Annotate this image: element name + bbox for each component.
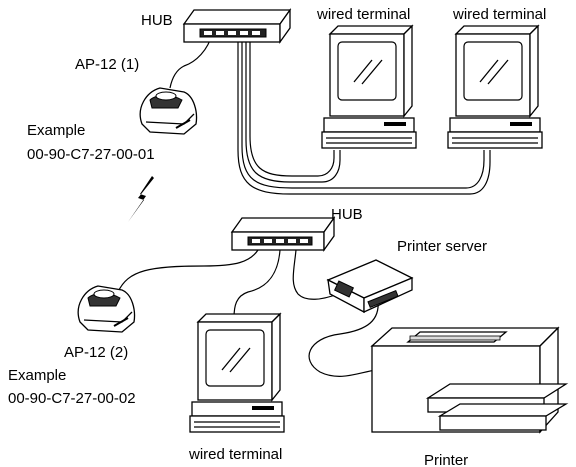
cable-hub2-printserver [292,249,339,300]
ap-12-1-label: AP-12 (1) [75,56,139,73]
hub-bottom-icon [230,215,336,253]
wired-terminal-3-icon [189,312,285,433]
printer-icon [370,326,569,434]
mac-address-bottom: 00-90-C7-27-00-02 [8,390,136,407]
wired-terminal-2-icon [447,24,543,149]
cable-hub1-ap1 [169,33,213,89]
wired-terminal-1-icon [321,24,417,149]
cable-hub2-ap2 [117,249,259,293]
wireless-link-icon [128,176,154,222]
example-top-label: Example [27,122,85,139]
wired-terminal-2-label: wired terminal [452,6,546,23]
example-bottom-label: Example [8,367,66,384]
cable-printserver-printer [308,299,379,377]
ap-12-1-icon [139,87,198,135]
wired-terminal-3-label: wired terminal [188,446,282,463]
cable-hub1-terminal1 [245,40,341,183]
cable-hub1-terminal2 [237,40,491,195]
cable-hub1-terminal2-inner [241,40,485,189]
ap-12-2-label: AP-12 (2) [64,344,128,361]
hub-top-icon [182,7,292,45]
printer-server-icon [326,259,414,314]
cable-hub2-terminal3 [233,249,281,319]
cable-hub1-terminal1-inner [249,40,335,177]
wired-terminal-1-label: wired terminal [316,6,410,23]
mac-address-top: 00-90-C7-27-00-01 [27,146,155,163]
hub-bottom-label: HUB [331,206,363,223]
ap-12-2-icon [77,285,136,333]
hub-top-label: HUB [141,12,173,29]
printer-label: Printer [424,452,468,467]
printer-server-label: Printer server [397,238,487,255]
